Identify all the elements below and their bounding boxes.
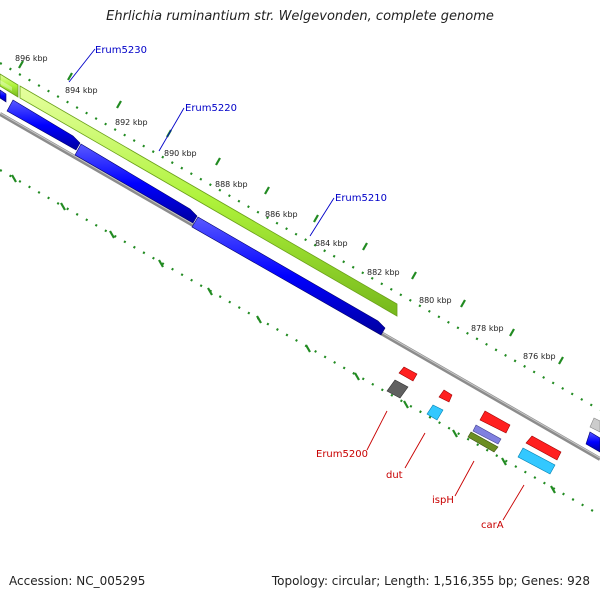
tick-label: 884 kbp [315,239,348,248]
topology-text: Topology: circular; Length: 1,516,355 bp… [271,574,590,588]
leader-line [404,432,426,469]
tick-label: 894 kbp [65,86,98,95]
leader-line [68,48,96,83]
leader-line [158,107,185,152]
tick-label: 890 kbp [164,149,197,158]
inner-gene-labels: Erum5200 dut ispH carA [316,410,525,531]
inner-tick-track [0,169,600,516]
leader-line [502,484,525,521]
leader-line [366,410,388,451]
tick-label: 888 kbp [215,180,248,189]
gene-label-cara[interactable]: carA [481,520,504,531]
gene-label-erum5230[interactable]: Erum5230 [95,45,147,56]
tick-label: 876 kbp [523,352,556,361]
map-title: Ehrlichia ruminantium str. Welgevonden, … [106,9,494,24]
tick-label: 880 kbp [419,296,452,305]
outer-tick-track [0,62,600,411]
tick-labels: 896 kbp 894 kbp 892 kbp 890 kbp 888 kbp … [15,54,556,361]
green-band [0,73,398,317]
plus-strand-genes [0,89,600,453]
tick-label: 896 kbp [15,54,48,63]
inner-major-ticks [11,174,556,494]
leader-line [454,460,475,497]
gene-label-erum5220[interactable]: Erum5220 [185,103,237,114]
tick-label: 878 kbp [471,324,504,333]
tick-label: 892 kbp [115,118,148,127]
gene-label-erum5210[interactable]: Erum5210 [335,193,387,204]
tick-label: 882 kbp [367,268,400,277]
outer-gene-labels: Erum5230 Erum5220 Erum5210 [68,45,387,237]
outer-major-ticks [18,60,564,365]
tick-label: 886 kbp [265,210,298,219]
accession-text: Accession: NC_005295 [9,574,146,588]
gene-label-isph[interactable]: ispH [432,495,454,506]
leader-line [309,197,335,237]
gene-label-dut[interactable]: dut [386,470,403,481]
gene-label-erum5200[interactable]: Erum5200 [316,449,368,460]
minus-strand-genes [386,366,600,475]
